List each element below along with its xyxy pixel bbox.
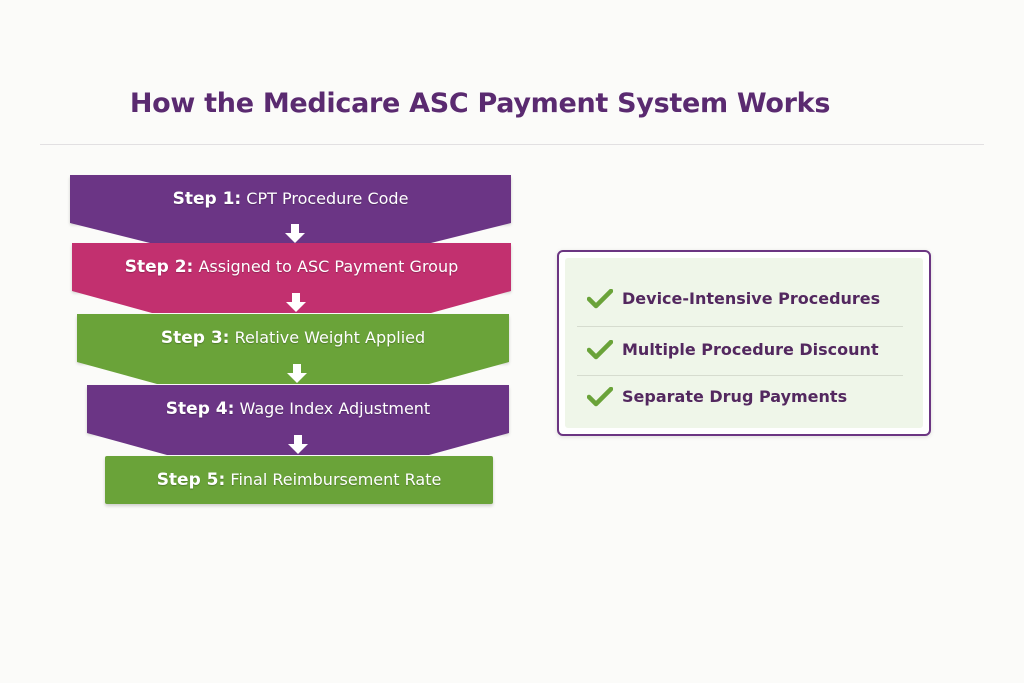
step-3-box: Step 3: Relative Weight Applied [77, 314, 509, 384]
step-3-shape [77, 314, 509, 384]
step-4-number: Step 4: [165, 399, 235, 419]
checkmark-icon [587, 340, 613, 360]
features-panel: Device-Intensive Procedures Multiple Pro… [557, 250, 931, 436]
feature-divider [577, 375, 903, 376]
step-5-number: Step 5: [156, 470, 226, 490]
step-4-label: Wage Index Adjustment [239, 399, 431, 418]
step-1-shape [70, 175, 511, 243]
feature-item-device-intensive: Device-Intensive Procedures [575, 277, 907, 321]
step-1-number: Step 1: [172, 189, 242, 209]
checkmark-icon [587, 289, 613, 309]
step-3-number: Step 3: [160, 328, 230, 348]
feature-item-drug-payments: Separate Drug Payments [575, 375, 907, 419]
step-2-shape [72, 243, 511, 313]
step-2-label: Assigned to ASC Payment Group [198, 257, 459, 276]
feature-label: Separate Drug Payments [622, 387, 848, 406]
feature-item-multiple-procedure: Multiple Procedure Discount [575, 328, 907, 372]
title-divider [40, 144, 984, 145]
page-title: How the Medicare ASC Payment System Work… [129, 88, 831, 119]
step-4-box: Step 4: Wage Index Adjustment [87, 385, 509, 455]
features-panel-body: Device-Intensive Procedures Multiple Pro… [565, 258, 923, 428]
step-3-label: Relative Weight Applied [234, 328, 426, 347]
step-1-label: CPT Procedure Code [246, 189, 409, 208]
step-4-shape [87, 385, 509, 455]
down-arrow-icon [287, 364, 307, 384]
down-arrow-icon [288, 435, 308, 455]
feature-label: Device-Intensive Procedures [622, 289, 881, 308]
down-arrow-icon [285, 224, 305, 244]
feature-divider [577, 326, 903, 327]
step-5-box: Step 5: Final Reimbursement Rate [105, 456, 493, 504]
feature-label: Multiple Procedure Discount [622, 340, 879, 359]
step-5-label: Final Reimbursement Rate [230, 470, 442, 489]
checkmark-icon [587, 387, 613, 407]
step-2-box: Step 2: Assigned to ASC Payment Group [72, 243, 511, 313]
step-1-box: Step 1: CPT Procedure Code [70, 175, 511, 243]
step-2-number: Step 2: [124, 257, 194, 277]
down-arrow-icon [286, 293, 306, 313]
